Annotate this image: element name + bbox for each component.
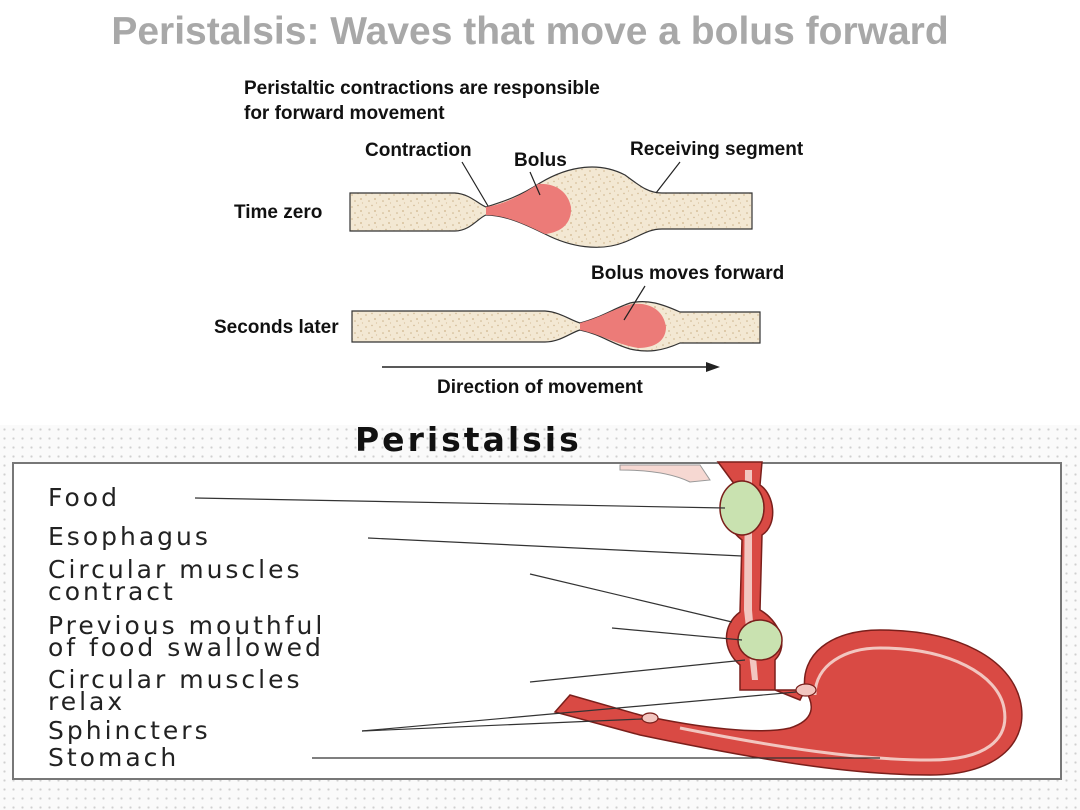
intro-text: Peristaltic contractions are responsible… <box>244 76 600 126</box>
label-bolus-moves-forward: Bolus moves forward <box>591 263 785 284</box>
intro-line-2: for forward movement <box>244 103 445 124</box>
leader-contraction <box>461 161 489 207</box>
food-bolus-previous <box>737 619 783 661</box>
time-sequence-diagram <box>349 161 761 372</box>
label-circular-muscles-relax-2: relax <box>48 687 126 716</box>
label-stomach: Stomach <box>48 743 180 772</box>
leader-sphincter-1 <box>361 691 797 732</box>
sphincter-lower-esophageal <box>795 683 817 697</box>
leader-esophagus <box>367 537 743 557</box>
leader-food <box>194 497 726 509</box>
label-direction-of-movement: Direction of movement <box>437 377 643 398</box>
sphincter-pyloric <box>641 712 659 724</box>
leader-bolus <box>529 171 541 196</box>
label-time-zero: Time zero <box>234 202 323 223</box>
peristalsis-title: Peristalsis <box>355 420 582 459</box>
label-circular-muscles-relax-1: Circular muscles <box>48 665 303 694</box>
label-previous-mouthful-2: of food swallowed <box>48 633 324 662</box>
food-bolus-upper <box>719 480 765 536</box>
label-receiving-segment: Receiving segment <box>630 139 804 160</box>
pharynx-shape <box>619 464 711 483</box>
label-esophagus: Esophagus <box>48 522 211 551</box>
label-contraction: Contraction <box>365 140 472 161</box>
leader-previous-mouthful <box>611 627 743 641</box>
label-food: Food <box>48 483 120 512</box>
leader-circular-relax <box>529 659 746 683</box>
direction-arrow-head <box>706 362 720 372</box>
bolus-seconds-later <box>580 303 666 348</box>
label-previous-mouthful-1: Previous mouthful <box>48 611 326 640</box>
stomach-lining <box>679 646 1007 762</box>
leader-circular-contract <box>529 573 733 623</box>
stomach-shape <box>553 629 1023 776</box>
label-circular-muscles-contract-1: Circular muscles <box>48 555 303 584</box>
label-bolus: Bolus <box>514 150 567 171</box>
bolus-time-zero <box>486 183 572 234</box>
label-sphincters: Sphincters <box>48 716 211 745</box>
leader-receiving <box>655 161 681 194</box>
leader-bolus-forward <box>623 285 646 321</box>
leader-sphincter-2 <box>361 718 643 732</box>
label-seconds-later: Seconds later <box>214 317 339 338</box>
intro-line-1: Peristaltic contractions are responsible <box>244 78 600 99</box>
slide-title: Peristalsis: Waves that move a bolus for… <box>111 10 949 53</box>
label-circular-muscles-contract-2: contract <box>48 577 176 606</box>
